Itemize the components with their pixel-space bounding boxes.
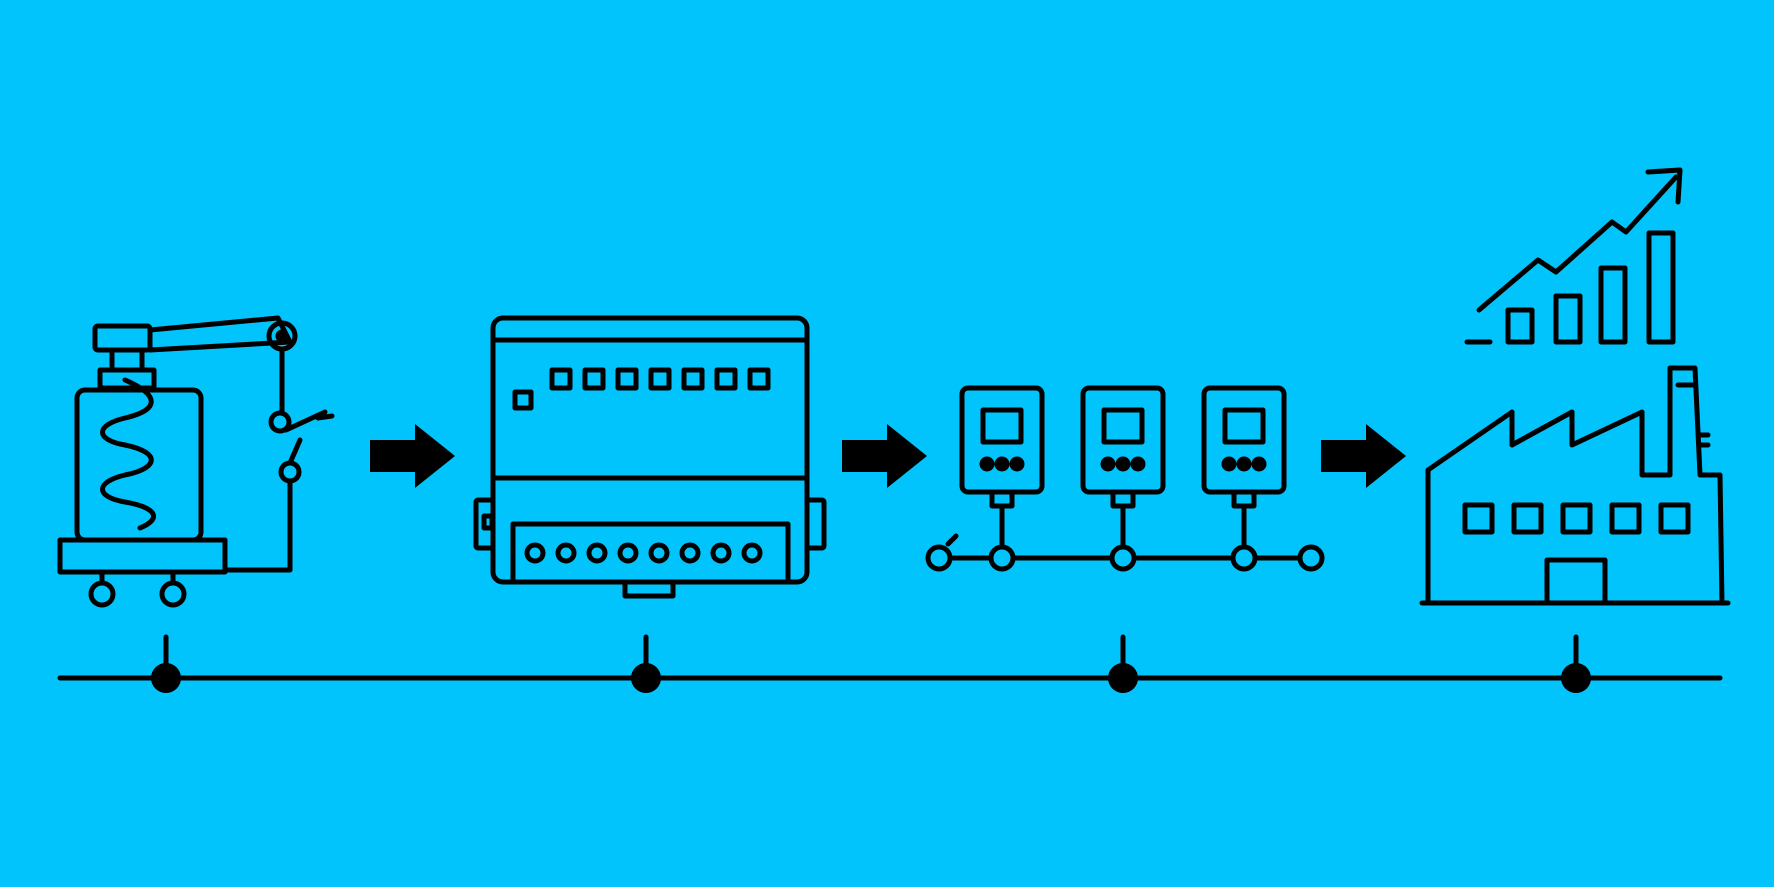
smart-factory-growth-icon	[1419, 167, 1731, 606]
timeline-milestone	[631, 663, 661, 693]
timeline-milestone	[1108, 663, 1138, 693]
electromechanical-relay-icon	[57, 315, 335, 608]
timeline	[57, 634, 1723, 681]
arrow-right-icon	[1321, 424, 1406, 488]
timeline-milestone	[1561, 663, 1591, 693]
networked-controllers-icon	[925, 385, 1325, 572]
arrow-right-icon	[370, 424, 455, 488]
arrow-right-icon	[842, 424, 927, 488]
timeline-milestone	[151, 663, 181, 693]
programmable-logic-controller-icon	[473, 315, 827, 599]
